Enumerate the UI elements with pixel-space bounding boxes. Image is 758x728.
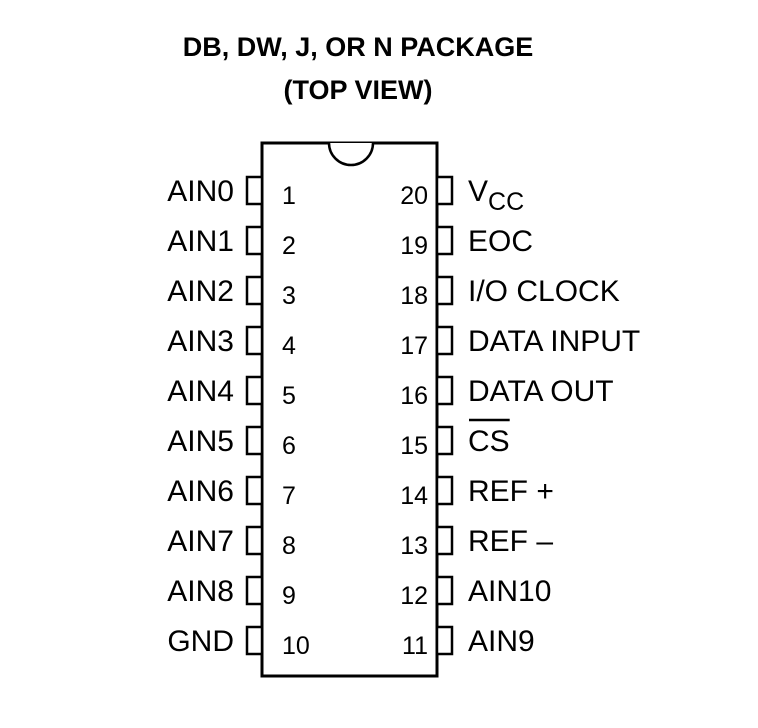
- pin-lead: [245, 275, 264, 306]
- pin-label: AIN1: [167, 225, 234, 258]
- pin-17: 17 DATA INPUT: [400, 325, 640, 360]
- pin-label: AIN8: [167, 575, 234, 608]
- pin-label: DATA INPUT: [468, 325, 640, 358]
- pin-label: EOC: [468, 225, 533, 258]
- pin-9: AIN8 9: [167, 575, 296, 610]
- pin-lead: [435, 425, 454, 456]
- pin-label: AIN10: [468, 575, 551, 608]
- pin-number: 2: [282, 232, 296, 260]
- pin-label: GND: [167, 625, 234, 658]
- pin-lead: [245, 175, 264, 206]
- pin-18: 18 I/O CLOCK: [400, 275, 620, 310]
- pin-14: 14 REF +: [400, 475, 554, 510]
- pin-label: REF –: [468, 525, 553, 558]
- pin-number: 19: [400, 232, 428, 260]
- pin-lead: [435, 175, 454, 206]
- pin-number: 13: [400, 532, 428, 560]
- pin-6: AIN5 6: [167, 425, 296, 460]
- pin1-notch: [327, 142, 375, 167]
- pin-number: 8: [282, 532, 296, 560]
- pin-lead: [435, 375, 454, 406]
- pin-8: AIN7 8: [167, 525, 296, 560]
- pin-lead: [245, 625, 264, 656]
- pin-20: 20 VCC: [400, 175, 524, 216]
- pin-10: GND 10: [167, 625, 309, 660]
- pin-5: AIN4 5: [167, 375, 296, 410]
- pin-number: 4: [282, 332, 296, 360]
- right-pin-group: 20 VCC 19 EOC 18 I/O CLOCK 17 DATA INPUT 16 DATA …: [400, 175, 640, 660]
- pin-19: 19 EOC: [400, 225, 533, 260]
- pin-lead: [245, 375, 264, 406]
- pin-number: 16: [400, 382, 428, 410]
- pin-11: 11 AIN9: [402, 625, 535, 660]
- pin-lead: [435, 325, 454, 356]
- pin-label: AIN3: [167, 325, 234, 358]
- pin-7: AIN6 7: [167, 475, 296, 510]
- pin-lead: [245, 225, 264, 256]
- pin-13: 13 REF –: [400, 525, 553, 560]
- pin-label: CS: [468, 425, 510, 458]
- pin-lead: [245, 575, 264, 606]
- view-subtitle: (TOP VIEW): [283, 75, 432, 105]
- pin-number: 5: [282, 382, 296, 410]
- pin-label: AIN0: [167, 175, 234, 208]
- pin-label: I/O CLOCK: [468, 275, 620, 308]
- pin-label: AIN7: [167, 525, 234, 558]
- pin-lead: [245, 475, 264, 506]
- pin-label: DATA OUT: [468, 375, 614, 408]
- chip-body: [260, 141, 439, 678]
- pin-lead: [435, 475, 454, 506]
- pin-lead: [435, 225, 454, 256]
- pin-number: 7: [282, 482, 296, 510]
- pin-number: 15: [400, 432, 428, 460]
- pin-number: 18: [400, 282, 428, 310]
- pin-16: 16 DATA OUT: [400, 375, 613, 410]
- pin-number: 3: [282, 282, 296, 310]
- pin-number: 20: [400, 182, 428, 210]
- pin-label-main: V: [468, 175, 488, 208]
- pin-number: 17: [400, 332, 428, 360]
- pin-12: 12 AIN10: [400, 575, 551, 610]
- pin-label-subscript: CC: [488, 188, 524, 216]
- pin-lead: [435, 525, 454, 556]
- pin-number: 6: [282, 432, 296, 460]
- pin-lead: [245, 425, 264, 456]
- pin-number: 14: [400, 482, 428, 510]
- pin-label: AIN2: [167, 275, 234, 308]
- pin-lead: [245, 325, 264, 356]
- pin-label: AIN6: [167, 475, 234, 508]
- pin-label: REF +: [468, 475, 554, 508]
- pin-number: 10: [282, 632, 310, 660]
- pin-4: AIN3 4: [167, 325, 296, 360]
- pin-lead: [435, 575, 454, 606]
- package-title: DB, DW, J, OR N PACKAGE: [183, 32, 534, 62]
- pin-15: 15 CS: [400, 418, 510, 460]
- pin-label: AIN9: [468, 625, 535, 658]
- pin-lead: [245, 525, 264, 556]
- pin-1: AIN0 1: [167, 175, 296, 210]
- pin-number: 1: [282, 182, 296, 210]
- pin-lead: [435, 625, 454, 656]
- pin-number: 11: [402, 632, 428, 660]
- pin-label: AIN4: [167, 375, 234, 408]
- pin-number: 12: [400, 582, 428, 610]
- pin-3: AIN2 3: [167, 275, 296, 310]
- pin-lead: [435, 275, 454, 306]
- pin-number: 9: [282, 582, 296, 610]
- pin-2: AIN1 2: [167, 225, 296, 260]
- pin-label: VCC: [468, 175, 524, 216]
- pin-label: AIN5: [167, 425, 234, 458]
